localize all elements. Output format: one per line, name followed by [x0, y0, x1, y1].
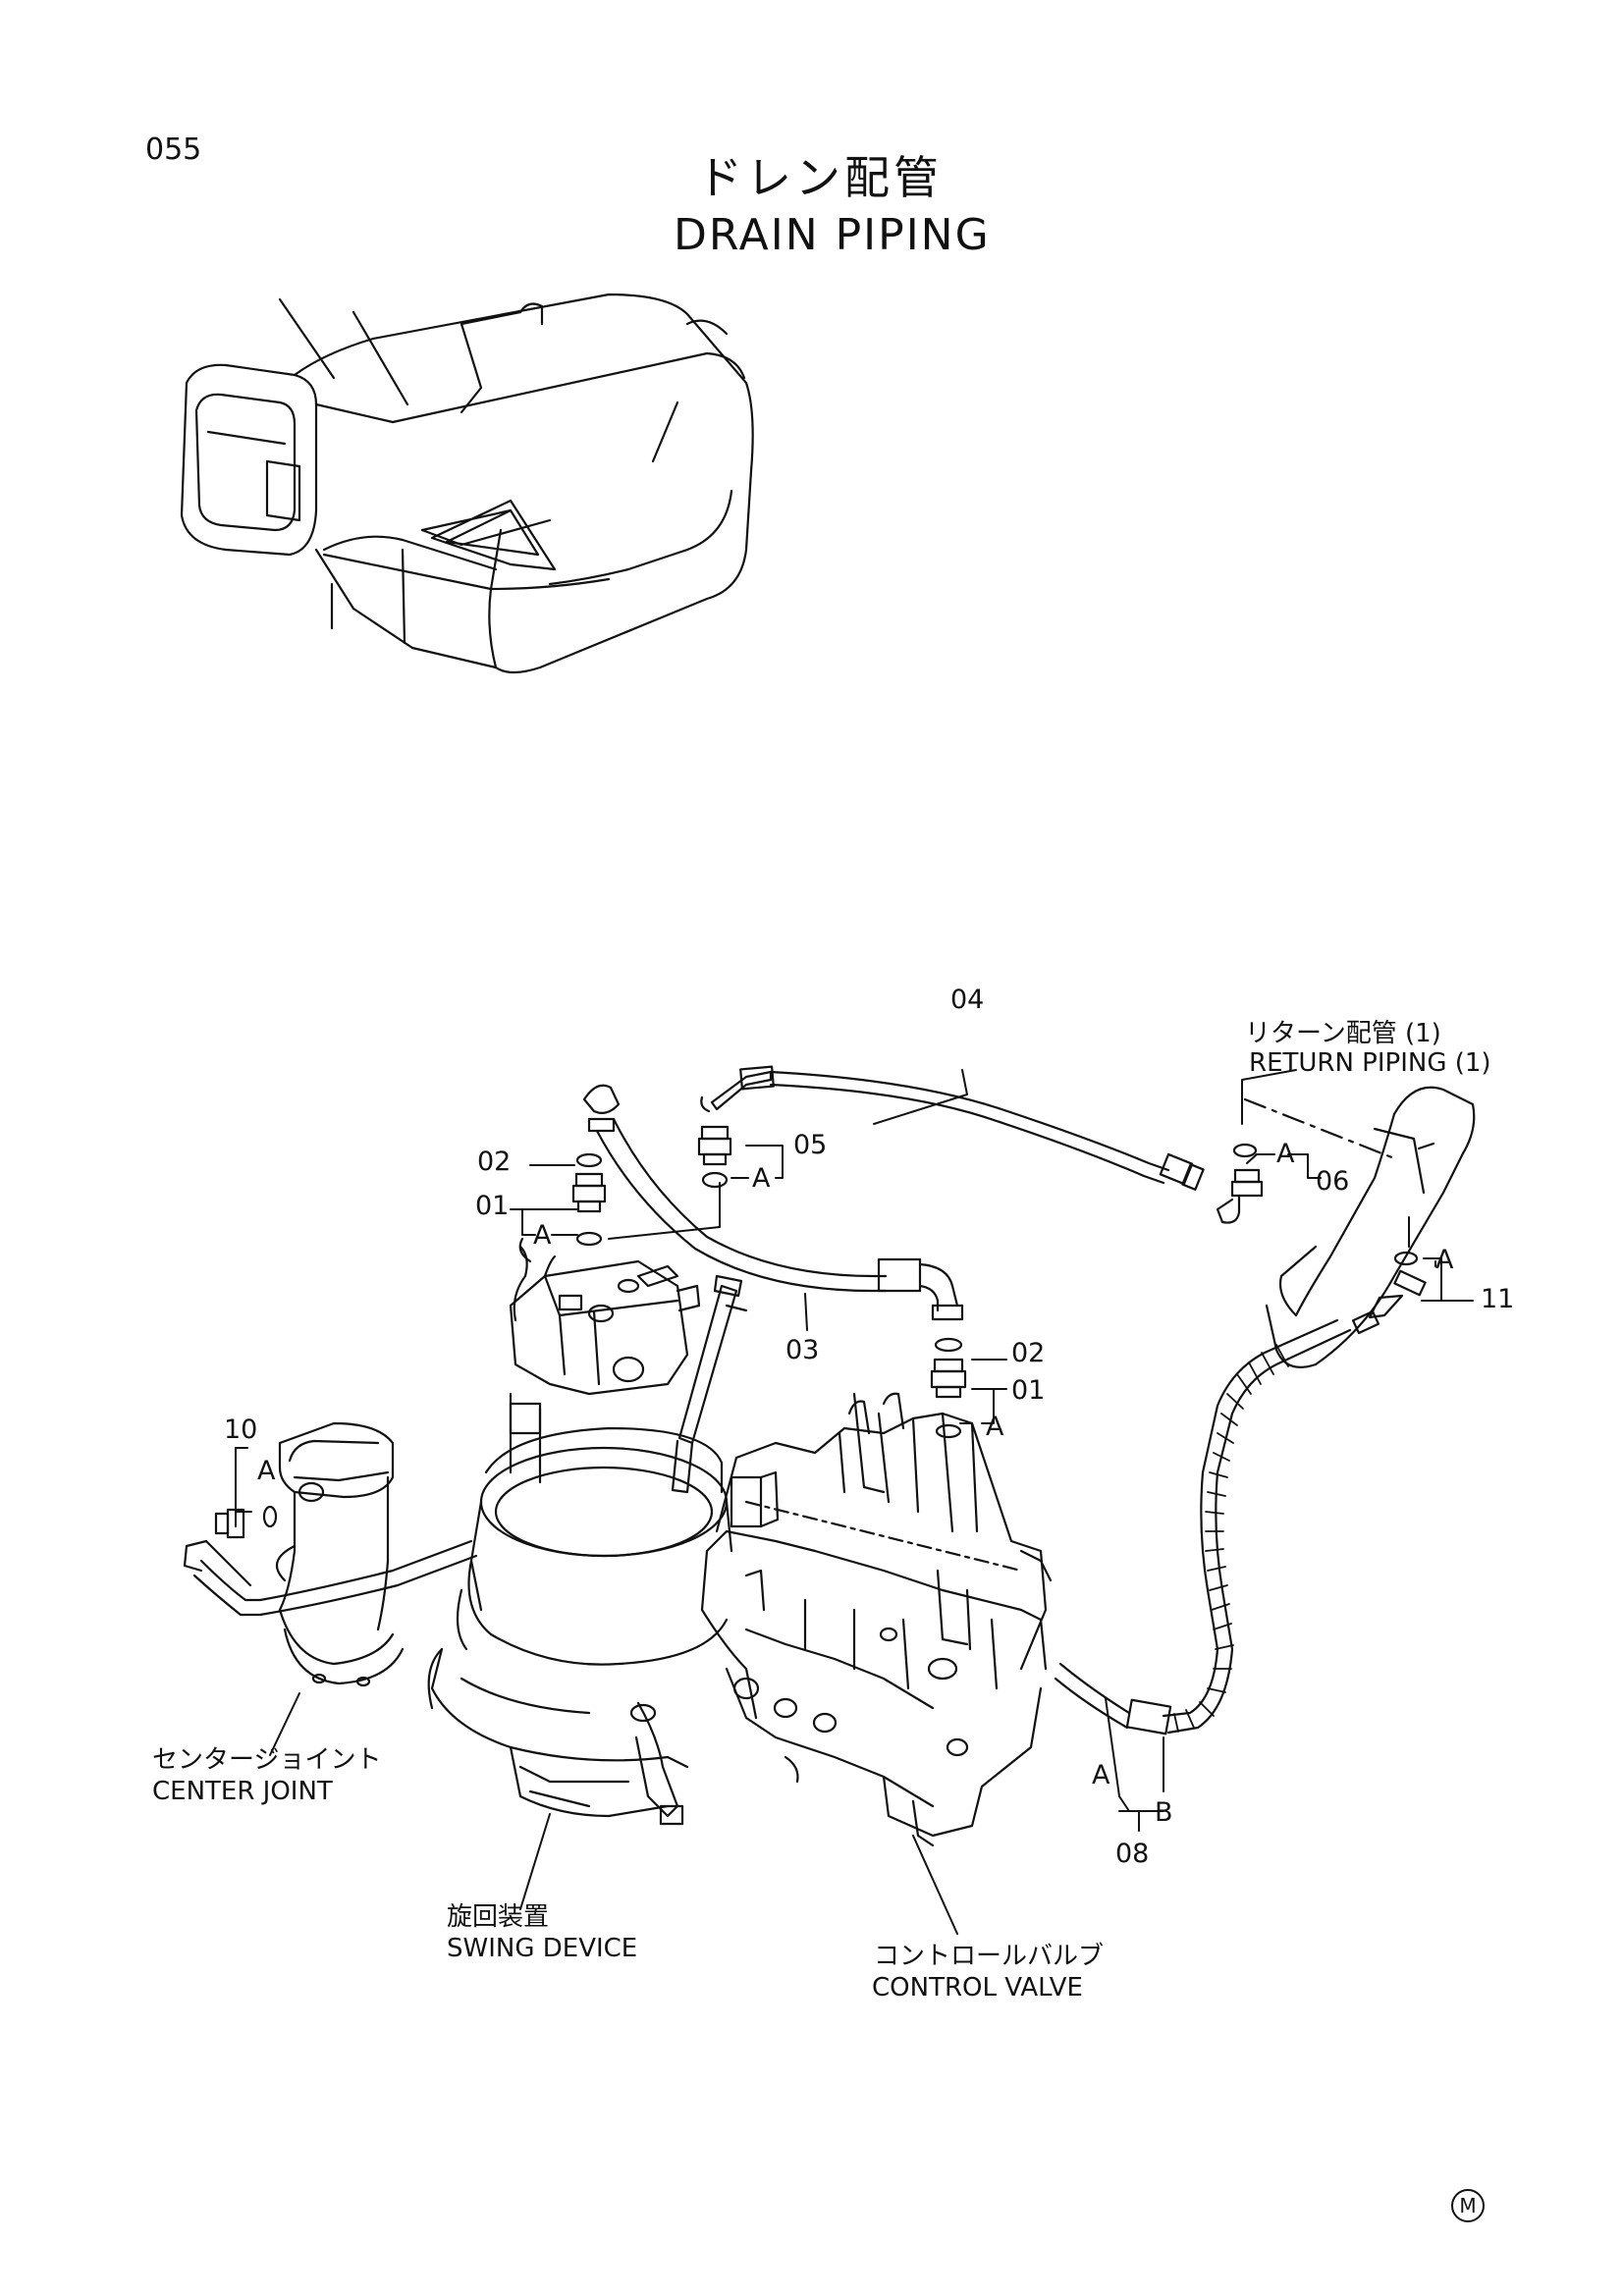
group-mark-a-hose-08: A — [1092, 1760, 1110, 1790]
group-mark-a-fitting-05: A — [752, 1163, 771, 1194]
callout-11: 11 — [1481, 1284, 1515, 1314]
callout-08: 08 — [1115, 1839, 1150, 1869]
callout-04: 04 — [950, 985, 985, 1015]
group-mark-a-fitting-06: A — [1276, 1139, 1295, 1169]
control-valve-label-jp: コントロールバルブ — [874, 1942, 1105, 1971]
center-joint-label-en: CENTER JOINT — [152, 1777, 333, 1806]
center-joint — [277, 1423, 403, 1685]
swing-pipe — [673, 1276, 746, 1492]
control-valve — [702, 1394, 1051, 1845]
callout-02-right: 02 — [1011, 1338, 1046, 1368]
fitting-11 — [1353, 1253, 1426, 1333]
callout-03: 03 — [785, 1335, 820, 1365]
callout-05: 05 — [793, 1130, 828, 1160]
callout-10: 10 — [224, 1415, 258, 1445]
excavator-location-view — [182, 294, 753, 672]
callout-01-right: 01 — [1011, 1375, 1046, 1406]
swing-device-label-jp: 旋回装置 — [447, 1902, 550, 1932]
fitting-05 — [699, 1127, 730, 1187]
fittings-right-stack — [932, 1339, 965, 1437]
swing-device — [429, 1394, 731, 1824]
return-piping — [1245, 1088, 1474, 1367]
hose-center-joint — [185, 1541, 476, 1615]
group-mark-a-fitting-10: A — [257, 1456, 276, 1486]
group-mark-b-hose-08: B — [1155, 1797, 1173, 1828]
hose-03 — [584, 1086, 962, 1319]
group-mark-a-fitting-11: A — [1435, 1245, 1454, 1275]
callout-01-left: 01 — [475, 1191, 510, 1221]
title-japanese: ドレン配管 — [697, 151, 943, 204]
fitting-06 — [1217, 1145, 1262, 1223]
control-valve-label-en: CONTROL VALVE — [872, 1973, 1083, 2002]
swing-valve-block — [511, 1239, 699, 1394]
fittings-left-stack — [573, 1154, 605, 1245]
group-mark-a-right-stack: A — [986, 1412, 1004, 1442]
return-piping-label-jp: リターン配管 (1) — [1245, 1019, 1441, 1048]
center-joint-label-jp: センタージョイント — [152, 1745, 382, 1775]
swing-device-label-en: SWING DEVICE — [447, 1934, 638, 1963]
hose-08 — [1055, 1320, 1350, 1734]
return-piping-label-en: RETURN PIPING (1) — [1249, 1048, 1491, 1078]
callout-02-left: 02 — [477, 1147, 512, 1177]
corner-mark: M — [1451, 2189, 1485, 2222]
leader-lines — [236, 1070, 1473, 1934]
hose-04 — [701, 1067, 1203, 1190]
group-mark-a-left-valve: A — [533, 1220, 552, 1251]
title-english: DRAIN PIPING — [674, 210, 991, 260]
callout-06: 06 — [1316, 1166, 1350, 1197]
page-number: 055 — [145, 133, 202, 167]
